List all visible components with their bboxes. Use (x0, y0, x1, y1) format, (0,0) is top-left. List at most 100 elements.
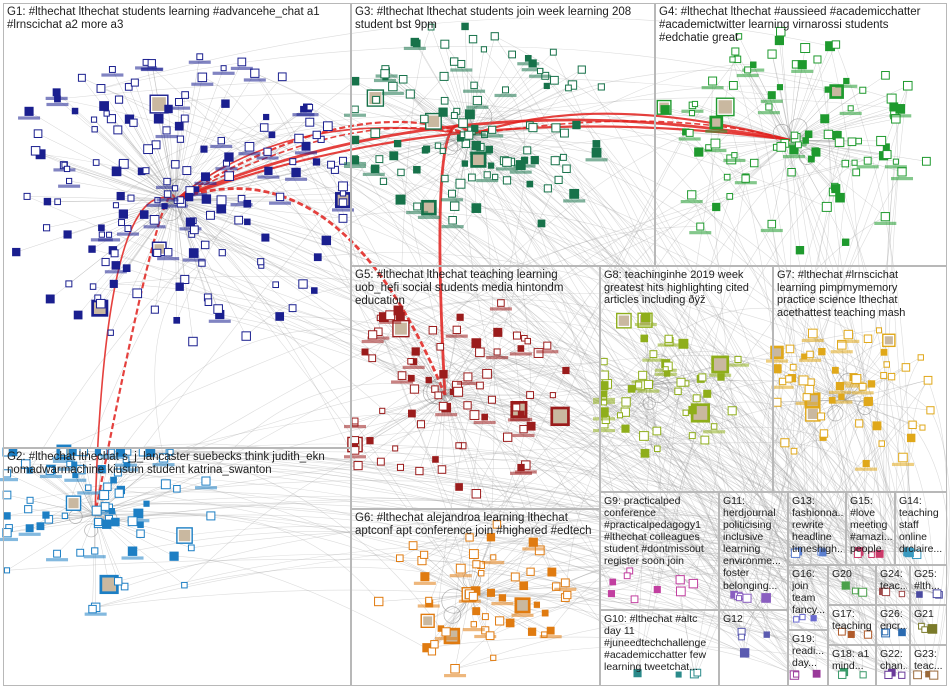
vertex-node[interactable] (175, 282, 184, 291)
vertex-node[interactable] (312, 130, 321, 140)
vertex-node[interactable] (546, 626, 555, 635)
vertex-node[interactable] (440, 96, 449, 105)
vertex-node[interactable] (133, 508, 144, 519)
vertex-node[interactable] (895, 104, 906, 114)
vertex-node[interactable] (710, 423, 718, 430)
vertex-node[interactable] (181, 581, 188, 589)
vertex-node[interactable] (432, 456, 439, 463)
vertex-node[interactable] (455, 483, 463, 491)
vertex-node[interactable] (213, 304, 223, 314)
vertex-node[interactable] (843, 77, 850, 85)
vertex-node[interactable] (851, 159, 858, 166)
vertex-node[interactable] (921, 626, 928, 633)
vertex-node[interactable] (517, 463, 525, 472)
vertex-node[interactable] (353, 461, 363, 471)
vertex-node[interactable] (824, 86, 831, 93)
vertex-node[interactable] (264, 166, 273, 175)
vertex-node[interactable] (455, 563, 466, 574)
vertex-node[interactable] (106, 231, 113, 238)
vertex-node[interactable] (368, 354, 377, 363)
vertex-node[interactable] (339, 156, 347, 165)
vertex-node[interactable] (241, 331, 251, 341)
vertex-node[interactable] (923, 375, 933, 385)
vertex-node[interactable] (528, 123, 538, 133)
vertex-node[interactable] (691, 100, 699, 108)
vertex-node[interactable] (439, 370, 448, 379)
vertex-node[interactable] (110, 249, 119, 258)
vertex-node[interactable] (91, 126, 98, 133)
vertex-node[interactable] (132, 288, 143, 299)
vertex-node[interactable] (408, 541, 418, 550)
vertex-node[interactable] (663, 370, 671, 377)
vertex-node[interactable] (863, 630, 873, 639)
vertex-node[interactable] (153, 248, 162, 257)
vertex-node[interactable] (927, 624, 938, 634)
vertex-node[interactable] (675, 586, 686, 597)
vertex-node[interactable] (821, 201, 832, 212)
vertex-node[interactable] (838, 393, 845, 400)
vertex-node[interactable] (862, 459, 870, 468)
vertex-node[interactable] (455, 178, 466, 189)
vertex-node[interactable] (471, 140, 481, 151)
vertex-node[interactable] (322, 121, 333, 132)
vertex-node[interactable] (396, 554, 404, 563)
vertex-node[interactable] (441, 174, 449, 183)
vertex-node[interactable] (731, 152, 738, 159)
vertex-node[interactable] (872, 421, 882, 431)
vertex-node[interactable] (549, 392, 556, 399)
vertex-node[interactable] (463, 372, 473, 382)
vertex-node[interactable] (85, 484, 92, 491)
vertex-node[interactable] (543, 184, 552, 193)
vertex-node[interactable] (182, 166, 192, 176)
vertex-node[interactable] (471, 338, 482, 348)
vertex-node[interactable] (468, 34, 478, 44)
vertex-node[interactable] (23, 192, 31, 200)
vertex-node[interactable] (823, 129, 834, 140)
vertex-node[interactable] (407, 374, 415, 382)
vertex-node[interactable] (261, 233, 270, 242)
vertex-node[interactable] (370, 164, 380, 174)
vertex-node[interactable] (379, 177, 388, 185)
vertex-node[interactable] (116, 191, 125, 201)
vertex-node[interactable] (112, 202, 119, 209)
vertex-node[interactable] (114, 95, 124, 104)
vertex-node[interactable] (184, 192, 194, 202)
vertex-node[interactable] (881, 587, 891, 597)
vertex-node[interactable] (153, 113, 164, 124)
vertex-node[interactable] (368, 330, 378, 340)
vertex-node[interactable] (150, 305, 159, 314)
vertex-node[interactable] (130, 78, 139, 87)
vertex-node[interactable] (312, 158, 321, 166)
vertex-node[interactable] (919, 424, 926, 431)
vertex-node[interactable] (843, 329, 854, 340)
vertex-node[interactable] (372, 95, 380, 104)
vertex-node[interactable] (388, 81, 398, 92)
vertex-node[interactable] (543, 341, 552, 350)
vertex-node[interactable] (434, 391, 443, 400)
vertex-node[interactable] (114, 577, 123, 586)
vertex-node[interactable] (54, 198, 61, 206)
vertex-node[interactable] (94, 517, 103, 527)
vertex-node[interactable] (503, 432, 513, 442)
vertex-node[interactable] (106, 114, 116, 124)
vertex-node[interactable] (799, 613, 806, 621)
vertex-node[interactable] (180, 114, 189, 123)
vertex-node[interactable] (675, 575, 685, 585)
vertex-node[interactable] (201, 172, 210, 182)
vertex-node[interactable] (653, 585, 661, 594)
vertex-node[interactable] (162, 126, 171, 135)
vertex-node[interactable] (470, 81, 478, 90)
vertex-node[interactable] (741, 174, 750, 183)
vertex-node[interactable] (835, 381, 845, 391)
vertex-node[interactable] (24, 505, 33, 514)
vertex-node[interactable] (440, 39, 450, 49)
vertex-node[interactable] (201, 194, 212, 204)
vertex-node[interactable] (780, 438, 790, 448)
vertex-node[interactable] (490, 554, 497, 561)
vertex-node[interactable] (693, 668, 702, 677)
vertex-node[interactable] (467, 173, 476, 182)
vertex-node[interactable] (731, 47, 740, 56)
vertex-node[interactable] (218, 249, 226, 257)
vertex-node[interactable] (838, 670, 847, 679)
vertex-node[interactable] (181, 91, 189, 99)
